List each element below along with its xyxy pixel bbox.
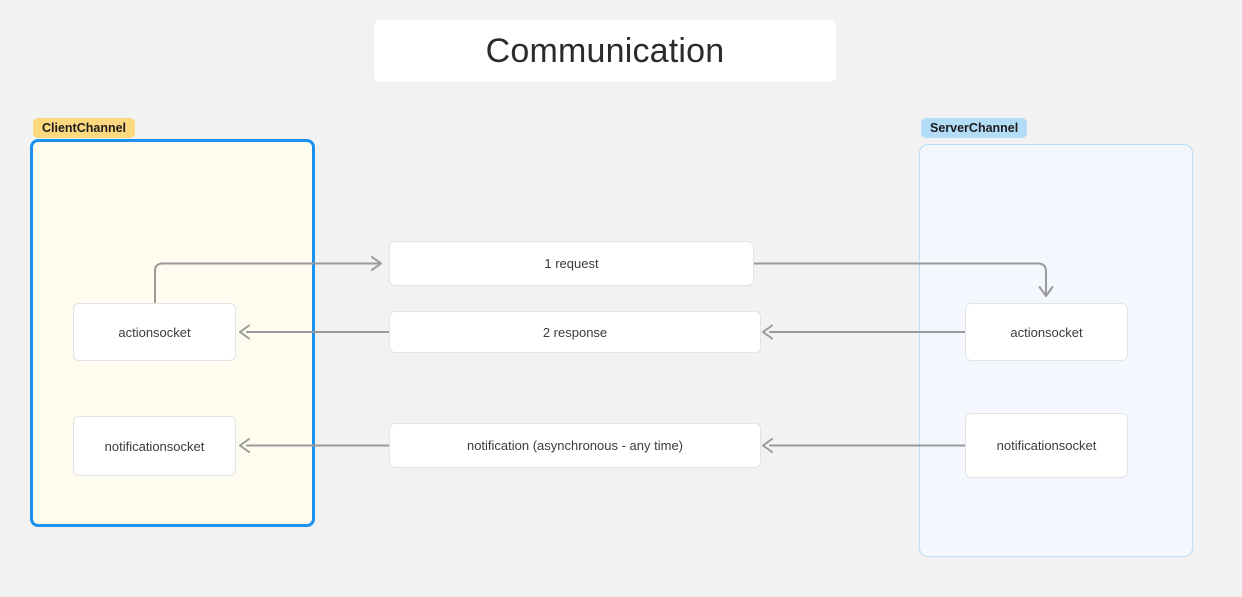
- client-notificationsocket-label: notificationsocket: [104, 438, 205, 454]
- client-channel-tag[interactable]: ClientChannel: [33, 118, 136, 138]
- client-actionsocket-label: actionsocket: [118, 324, 191, 340]
- client-notificationsocket-node[interactable]: notificationsocket: [73, 416, 236, 476]
- server-notificationsocket-label: notificationsocket: [996, 438, 1097, 453]
- message-notification-node[interactable]: notification (asynchronous - any time): [389, 423, 761, 468]
- message-request-node[interactable]: 1 request: [389, 241, 754, 286]
- arrowhead-response-in: [762, 324, 773, 340]
- message-response-label: 2 response: [542, 324, 608, 340]
- diagram-title: Communication: [485, 31, 725, 70]
- arrowhead-request-in: [371, 256, 382, 271]
- server-channel-tag[interactable]: ServerChannel: [921, 118, 1028, 138]
- client-actionsocket-node[interactable]: actionsocket: [73, 303, 236, 361]
- server-notificationsocket-node[interactable]: notificationsocket: [965, 413, 1128, 478]
- client-channel-tag-label: ClientChannel: [42, 121, 127, 135]
- server-actionsocket-node[interactable]: actionsocket: [965, 303, 1128, 361]
- arrowhead-notify-in: [762, 438, 773, 453]
- message-request-label: 1 request: [544, 256, 599, 271]
- server-actionsocket-label: actionsocket: [1010, 324, 1083, 340]
- server-channel-tag-label: ServerChannel: [930, 121, 1019, 135]
- message-response-node[interactable]: 2 response: [389, 311, 761, 353]
- message-notification-label: notification (asynchronous - any time): [466, 438, 684, 453]
- diagram-title-box: Communication: [374, 20, 836, 82]
